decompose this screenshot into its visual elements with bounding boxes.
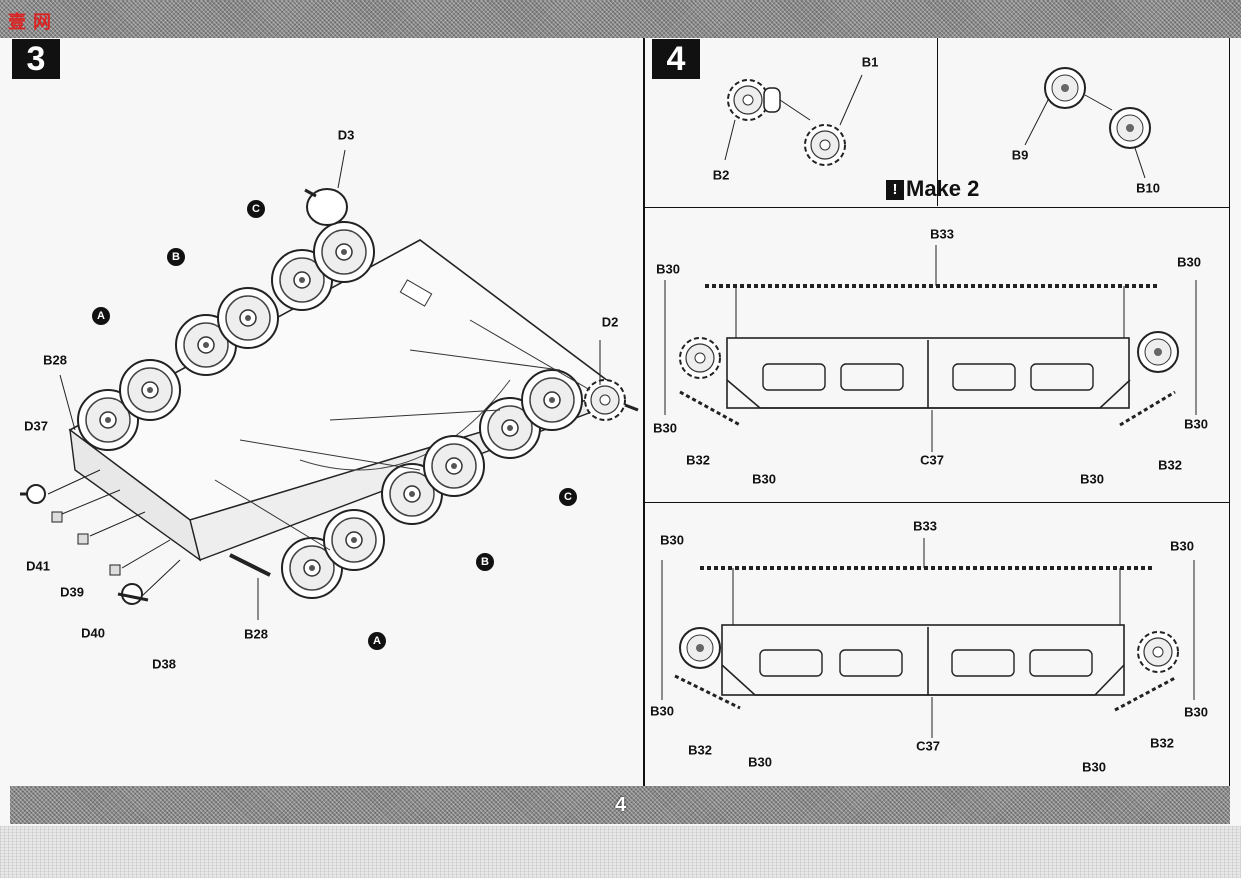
- label-d3: D3: [337, 127, 355, 143]
- label-b30-bottom-mr: B30: [1184, 704, 1208, 720]
- final-drive-D2: [584, 340, 639, 421]
- front-parts: [20, 374, 271, 620]
- label-d38: D38: [152, 656, 176, 672]
- divider-horizontal-1: [645, 207, 1230, 208]
- step-4-badge: 4: [652, 39, 700, 79]
- watermark-logo: 壹 网: [8, 12, 53, 32]
- label-b2: B2: [712, 167, 730, 183]
- marker-c-top: C: [247, 200, 265, 218]
- label-d40: D40: [81, 625, 105, 641]
- label-b33-bottom: B33: [913, 518, 937, 534]
- marker-a-bottom: A: [368, 632, 386, 650]
- label-b10: B10: [1136, 180, 1160, 196]
- label-b30-bottom-tl: B30: [660, 532, 684, 548]
- divider-vertical-main: [643, 38, 645, 786]
- marker-c-right: C: [559, 488, 577, 506]
- label-b30-bottom-tr: B30: [1170, 538, 1194, 554]
- label-b30-top-bl: B30: [752, 471, 776, 487]
- warning-icon: !: [886, 180, 904, 200]
- top-header-band: [0, 0, 1241, 38]
- footer-band: [10, 786, 1230, 824]
- label-d2: D2: [601, 314, 619, 330]
- label-d41: D41: [26, 558, 50, 574]
- idler-assembly: [1024, 67, 1151, 179]
- label-b30-top-tl: B30: [656, 261, 680, 277]
- make-quantity-text: Make 2: [906, 176, 980, 201]
- scan-noise: [0, 826, 1241, 878]
- marker-a-top: A: [92, 307, 110, 325]
- label-b9: B9: [1011, 147, 1029, 163]
- label-b30-bottom-bl: B30: [748, 754, 772, 770]
- label-b30-top-mr: B30: [1184, 416, 1208, 432]
- marker-b-bottom: B: [476, 553, 494, 571]
- label-b30-top-ml: B30: [653, 420, 677, 436]
- frame-right: [1229, 38, 1230, 786]
- divider-horizontal-2: [645, 502, 1230, 503]
- label-b32-bottom-r: B32: [1150, 735, 1174, 751]
- idler-D3: [304, 149, 348, 226]
- label-b30-top-tr: B30: [1177, 254, 1201, 270]
- label-c37-top: C37: [920, 452, 944, 468]
- label-b33-top: B33: [930, 226, 954, 242]
- divider-vertical-step4: [937, 38, 938, 206]
- sprocket-assembly: [724, 74, 863, 166]
- label-c37-bottom: C37: [916, 738, 940, 754]
- marker-b-top: B: [167, 248, 185, 266]
- label-b32-top-l: B32: [686, 452, 710, 468]
- label-b32-top-r: B32: [1158, 457, 1182, 473]
- label-b30-top-br: B30: [1080, 471, 1104, 487]
- page-number: 4: [614, 794, 627, 816]
- make-quantity-note: !Make 2: [886, 176, 979, 202]
- label-b28-left: B28: [43, 352, 67, 368]
- guide-lines-step3: [214, 319, 591, 551]
- label-d39: D39: [60, 584, 84, 600]
- label-b32-bottom-l: B32: [688, 742, 712, 758]
- label-b1: B1: [861, 54, 879, 70]
- label-b28-bottom: B28: [244, 626, 268, 642]
- label-b30-bottom-ml: B30: [650, 703, 674, 719]
- label-b30-bottom-br: B30: [1082, 759, 1106, 775]
- label-d37: D37: [24, 418, 48, 434]
- step-3-badge: 3: [12, 39, 60, 79]
- suspension-frame-bottom: [661, 538, 1195, 738]
- suspension-frame-top: [664, 245, 1197, 452]
